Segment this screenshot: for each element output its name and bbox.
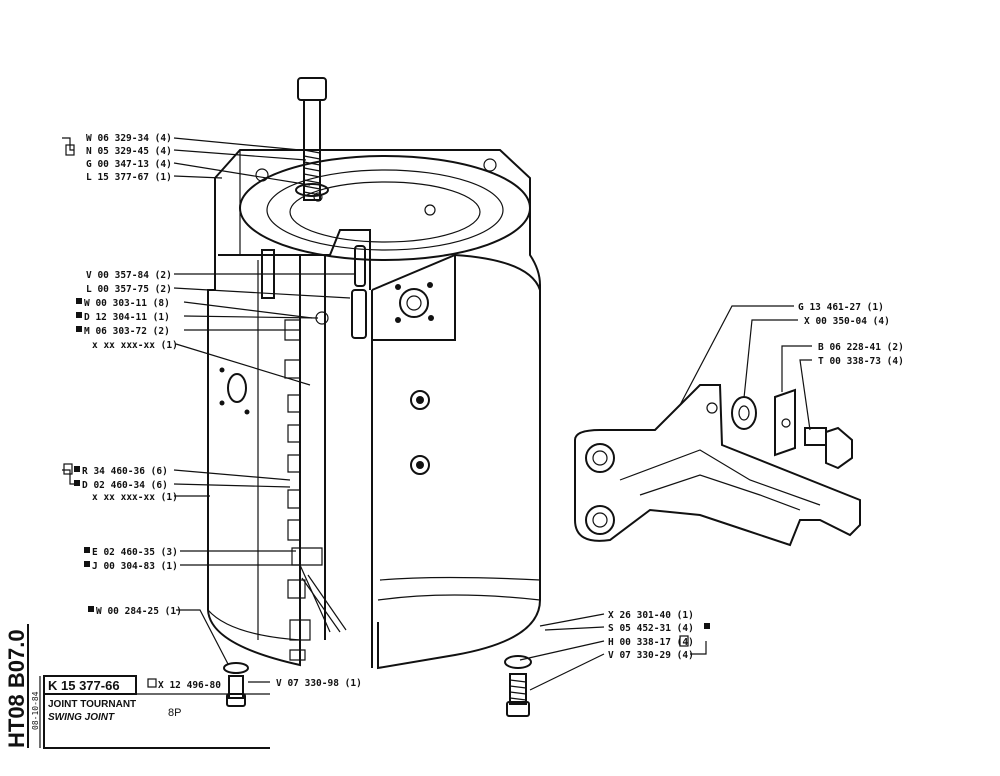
title-english: SWING JOINT — [48, 712, 115, 723]
callout-label: x xx xxx-xx (1) — [92, 492, 178, 503]
callout-label: G 00 347-13 (4) — [86, 159, 172, 170]
callout-markers — [63, 144, 710, 688]
callout-label: V 07 330-29 (4) — [608, 650, 694, 661]
title-block: HT08 B07.0 08-10-84 K 15 377-66 X 12 496… — [4, 624, 270, 749]
callout-label: H 00 338-17 (4) — [608, 637, 694, 648]
callout-label: B 06 228-41 (2) — [818, 342, 904, 353]
callout-label: W 06 329-34 (4) — [86, 133, 172, 144]
leader-lines — [62, 137, 812, 691]
kit-reference: X 12 496-80 — [158, 680, 221, 691]
callout-label: W 00 284-25 (1) — [96, 606, 182, 617]
sheet-date: 08-10-84 — [31, 691, 40, 730]
callout-label: E 02 460-35 (3) — [92, 547, 178, 558]
callout-label: D 12 304-11 (1) — [84, 312, 170, 323]
callout-label: N 05 329-45 (4) — [86, 146, 172, 157]
right-callout-labels: G 13 461-27 (1) X 00 350-04 (4) B 06 228… — [798, 302, 904, 367]
left-callout-labels: W 06 329-34 (4) N 05 329-45 (4) G 00 347… — [82, 133, 182, 617]
sheet-code: HT08 B07.0 — [4, 629, 29, 748]
callout-label: X 00 350-04 (4) — [804, 316, 890, 327]
callout-label: G 13 461-27 (1) — [798, 302, 884, 313]
bottom-left-screw — [223, 662, 249, 707]
segment-teeth — [284, 319, 323, 661]
callout-label: L 00 357-75 (2) — [86, 284, 172, 295]
callout-label: S 05 452-31 (4) — [608, 623, 694, 634]
callout-label: M 06 303-72 (2) — [84, 326, 170, 337]
callout-label: X 26 301-40 (1) — [608, 610, 694, 621]
callout-label: V 00 357-84 (2) — [86, 270, 172, 281]
bottom-right-screw — [504, 655, 532, 717]
title-french: JOINT TOURNANT — [48, 699, 136, 710]
mounting-bracket — [574, 384, 861, 547]
bottom-callout-label: V 07 330-98 (1) — [276, 678, 362, 689]
callout-label: L 15 377-67 (1) — [86, 172, 172, 183]
callout-label: W 00 303-11 (8) — [84, 298, 170, 309]
callout-label: x xx xxx-xx (1) — [92, 340, 178, 351]
title-suffix: 8P — [168, 707, 181, 719]
callout-label: T 00 338-73 (4) — [818, 356, 904, 367]
callout-label: R 34 460-36 (6) — [82, 466, 168, 477]
part-number: K 15 377-66 — [48, 678, 120, 693]
callout-label: D 02 460-34 (6) — [82, 480, 168, 491]
dowel-pins — [261, 245, 367, 339]
swing-joint-body — [207, 149, 541, 670]
top-cap-screw — [295, 77, 329, 201]
callout-label: J 00 304-83 (1) — [92, 561, 178, 572]
lower-right-callout-labels: X 26 301-40 (1) S 05 452-31 (4) H 00 338… — [608, 610, 694, 661]
